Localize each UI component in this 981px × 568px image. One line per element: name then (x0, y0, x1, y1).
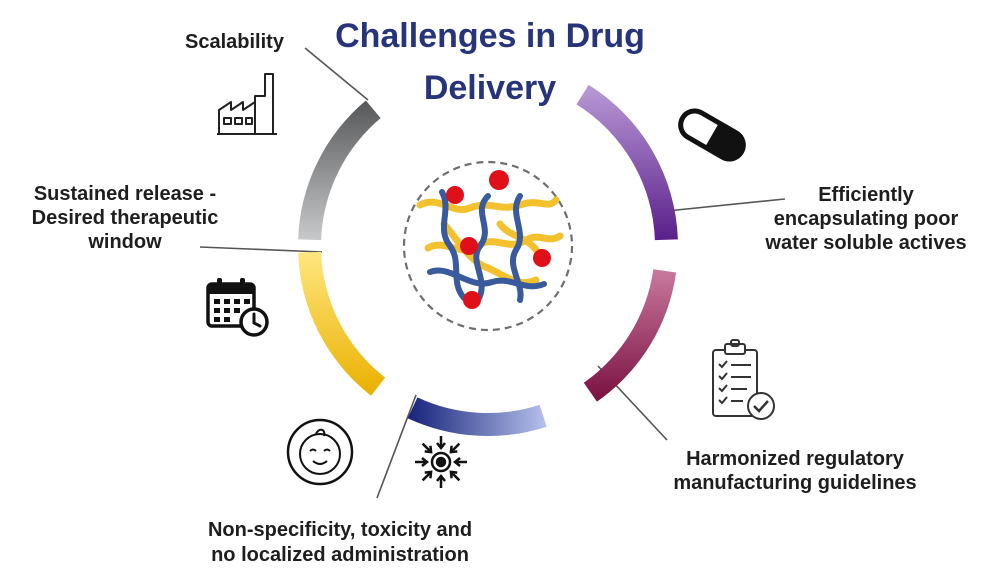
connector-nonspecificity (376, 394, 417, 499)
arrow-head (436, 442, 446, 451)
arrow-head (436, 473, 446, 482)
label-line: Non-specificity, toxicity and (207, 519, 473, 541)
label-encapsulating: Efficiently encapsulating poor water sol… (752, 183, 980, 255)
arrow-head (452, 457, 461, 467)
label-line: window (88, 231, 162, 253)
drug-molecule (463, 291, 481, 309)
label-line: manufacturing guidelines (673, 472, 917, 494)
label-line: Efficiently (818, 184, 914, 206)
challenge-ring (298, 84, 678, 437)
label-nonspecificity: Non-specificity, toxicity and no localiz… (160, 518, 520, 568)
arrow-head (424, 470, 433, 479)
nanoparticle-illustration (402, 160, 574, 332)
ring-segment-scalability (298, 100, 381, 241)
label-line: Sustained release - (33, 183, 217, 205)
factory-icon (217, 73, 277, 135)
calendar-clock-icon (206, 278, 269, 337)
label-line: no localized administration (211, 544, 469, 566)
label-scalability: Scalability (185, 30, 284, 54)
ring-segment-sustained (298, 251, 386, 396)
target-arrows-icon (415, 436, 467, 488)
drug-molecule (460, 237, 478, 255)
ring-segment-encapsulating (576, 84, 678, 241)
arrow-head (449, 445, 458, 454)
diagram-title: Challenges in Drug Delivery (300, 10, 680, 114)
drug-molecules (446, 170, 551, 309)
label-line: Harmonized regulatory (686, 448, 904, 470)
polymer-chains-blue (427, 189, 547, 303)
connector-encapsulating (656, 198, 786, 213)
label-line: Desired therapeutic (31, 207, 219, 229)
label-sustained-release: Sustained release - Desired therapeutic … (5, 182, 245, 254)
clipboard-check-icon (712, 339, 775, 420)
drug-molecule (533, 249, 551, 267)
drug-molecule (489, 170, 509, 190)
label-regulatory: Harmonized regulatory manufacturing guid… (660, 447, 930, 495)
label-line: water soluble actives (765, 232, 967, 254)
label-line: Scalability (185, 31, 284, 53)
label-line: encapsulating poor (773, 208, 959, 230)
baby-face-icon (286, 418, 354, 486)
arrow-head (421, 457, 430, 467)
title-line: Delivery (423, 69, 557, 107)
capsule-icon (678, 108, 746, 162)
title-line: Challenges in Drug (335, 17, 645, 55)
ring-segment-regulatory (583, 269, 677, 402)
ring-segment-nonspecificity (407, 397, 547, 437)
connector-sustained (199, 246, 323, 253)
connector-scalability (304, 47, 369, 101)
arrow-head (424, 445, 433, 454)
drug-molecule (446, 186, 464, 204)
arrow-head (449, 470, 458, 479)
